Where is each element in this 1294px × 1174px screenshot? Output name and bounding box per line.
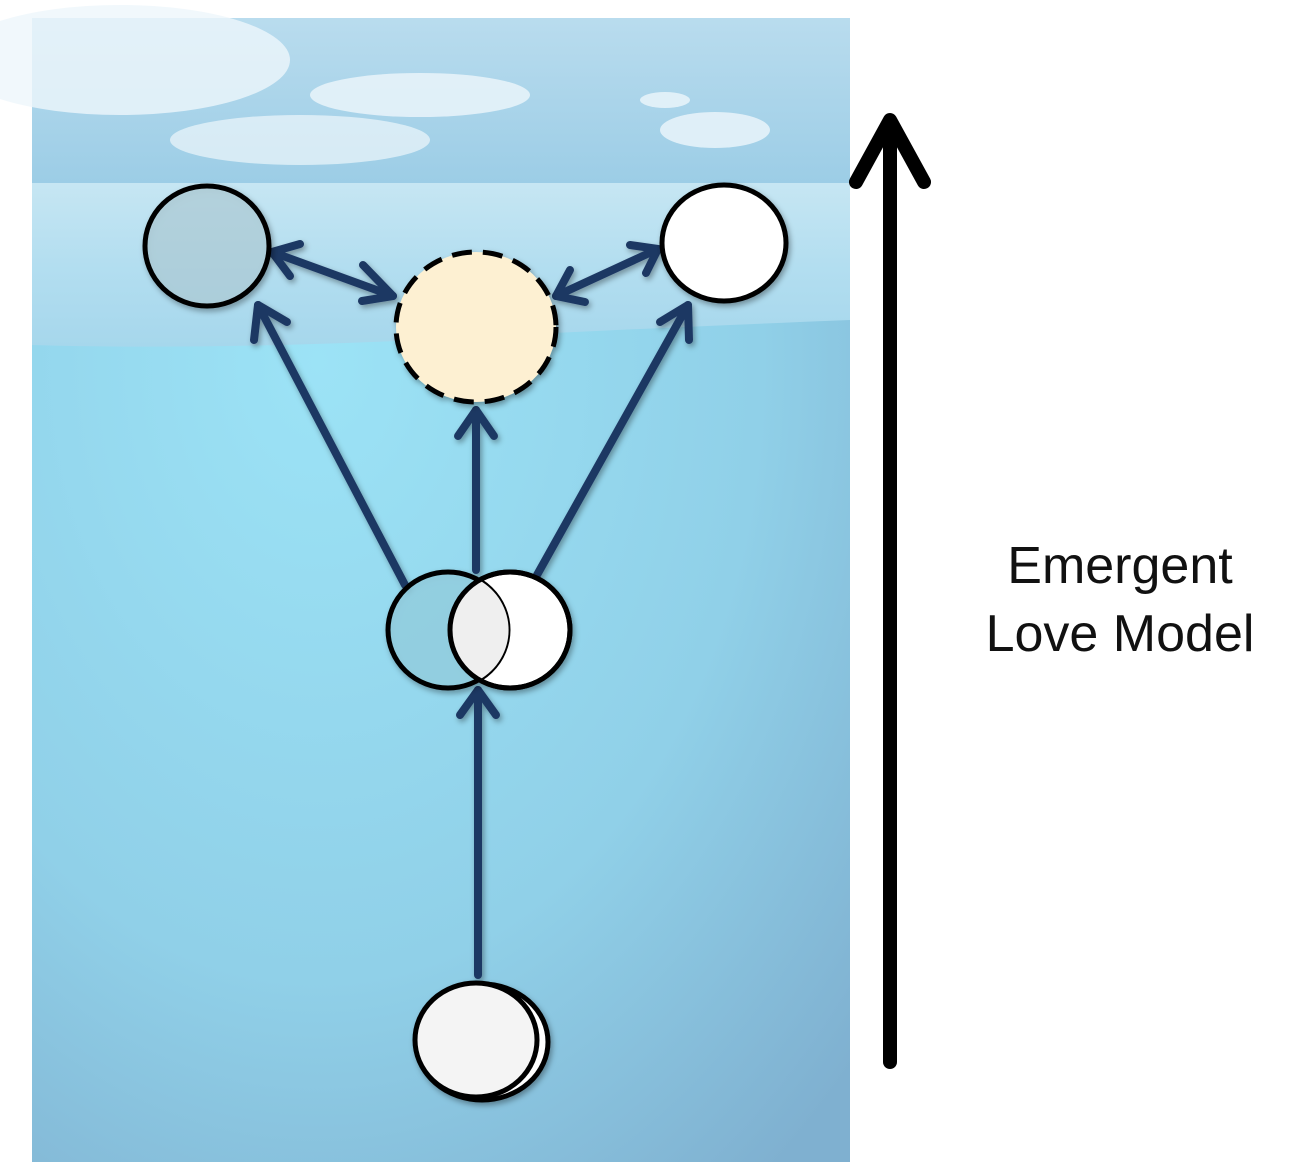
partner-b-circle <box>659 182 789 304</box>
emergence-arrow <box>849 113 931 1069</box>
label-line-1: Emergent <box>1007 537 1233 595</box>
label-line-2: Love Model <box>985 605 1255 663</box>
emergent-love-circle <box>393 249 559 405</box>
arrow-left-up <box>250 301 409 589</box>
arrow-center-up <box>454 406 498 574</box>
overlap-circles <box>385 569 573 691</box>
merged-circles <box>412 980 551 1103</box>
partner-a-circle <box>142 183 272 309</box>
arrow-double-right <box>552 241 662 306</box>
arrow-right-up <box>533 301 693 579</box>
arrowhead <box>358 261 397 305</box>
arrow-bottom-up <box>456 686 500 979</box>
arrow-double-left <box>268 240 397 300</box>
